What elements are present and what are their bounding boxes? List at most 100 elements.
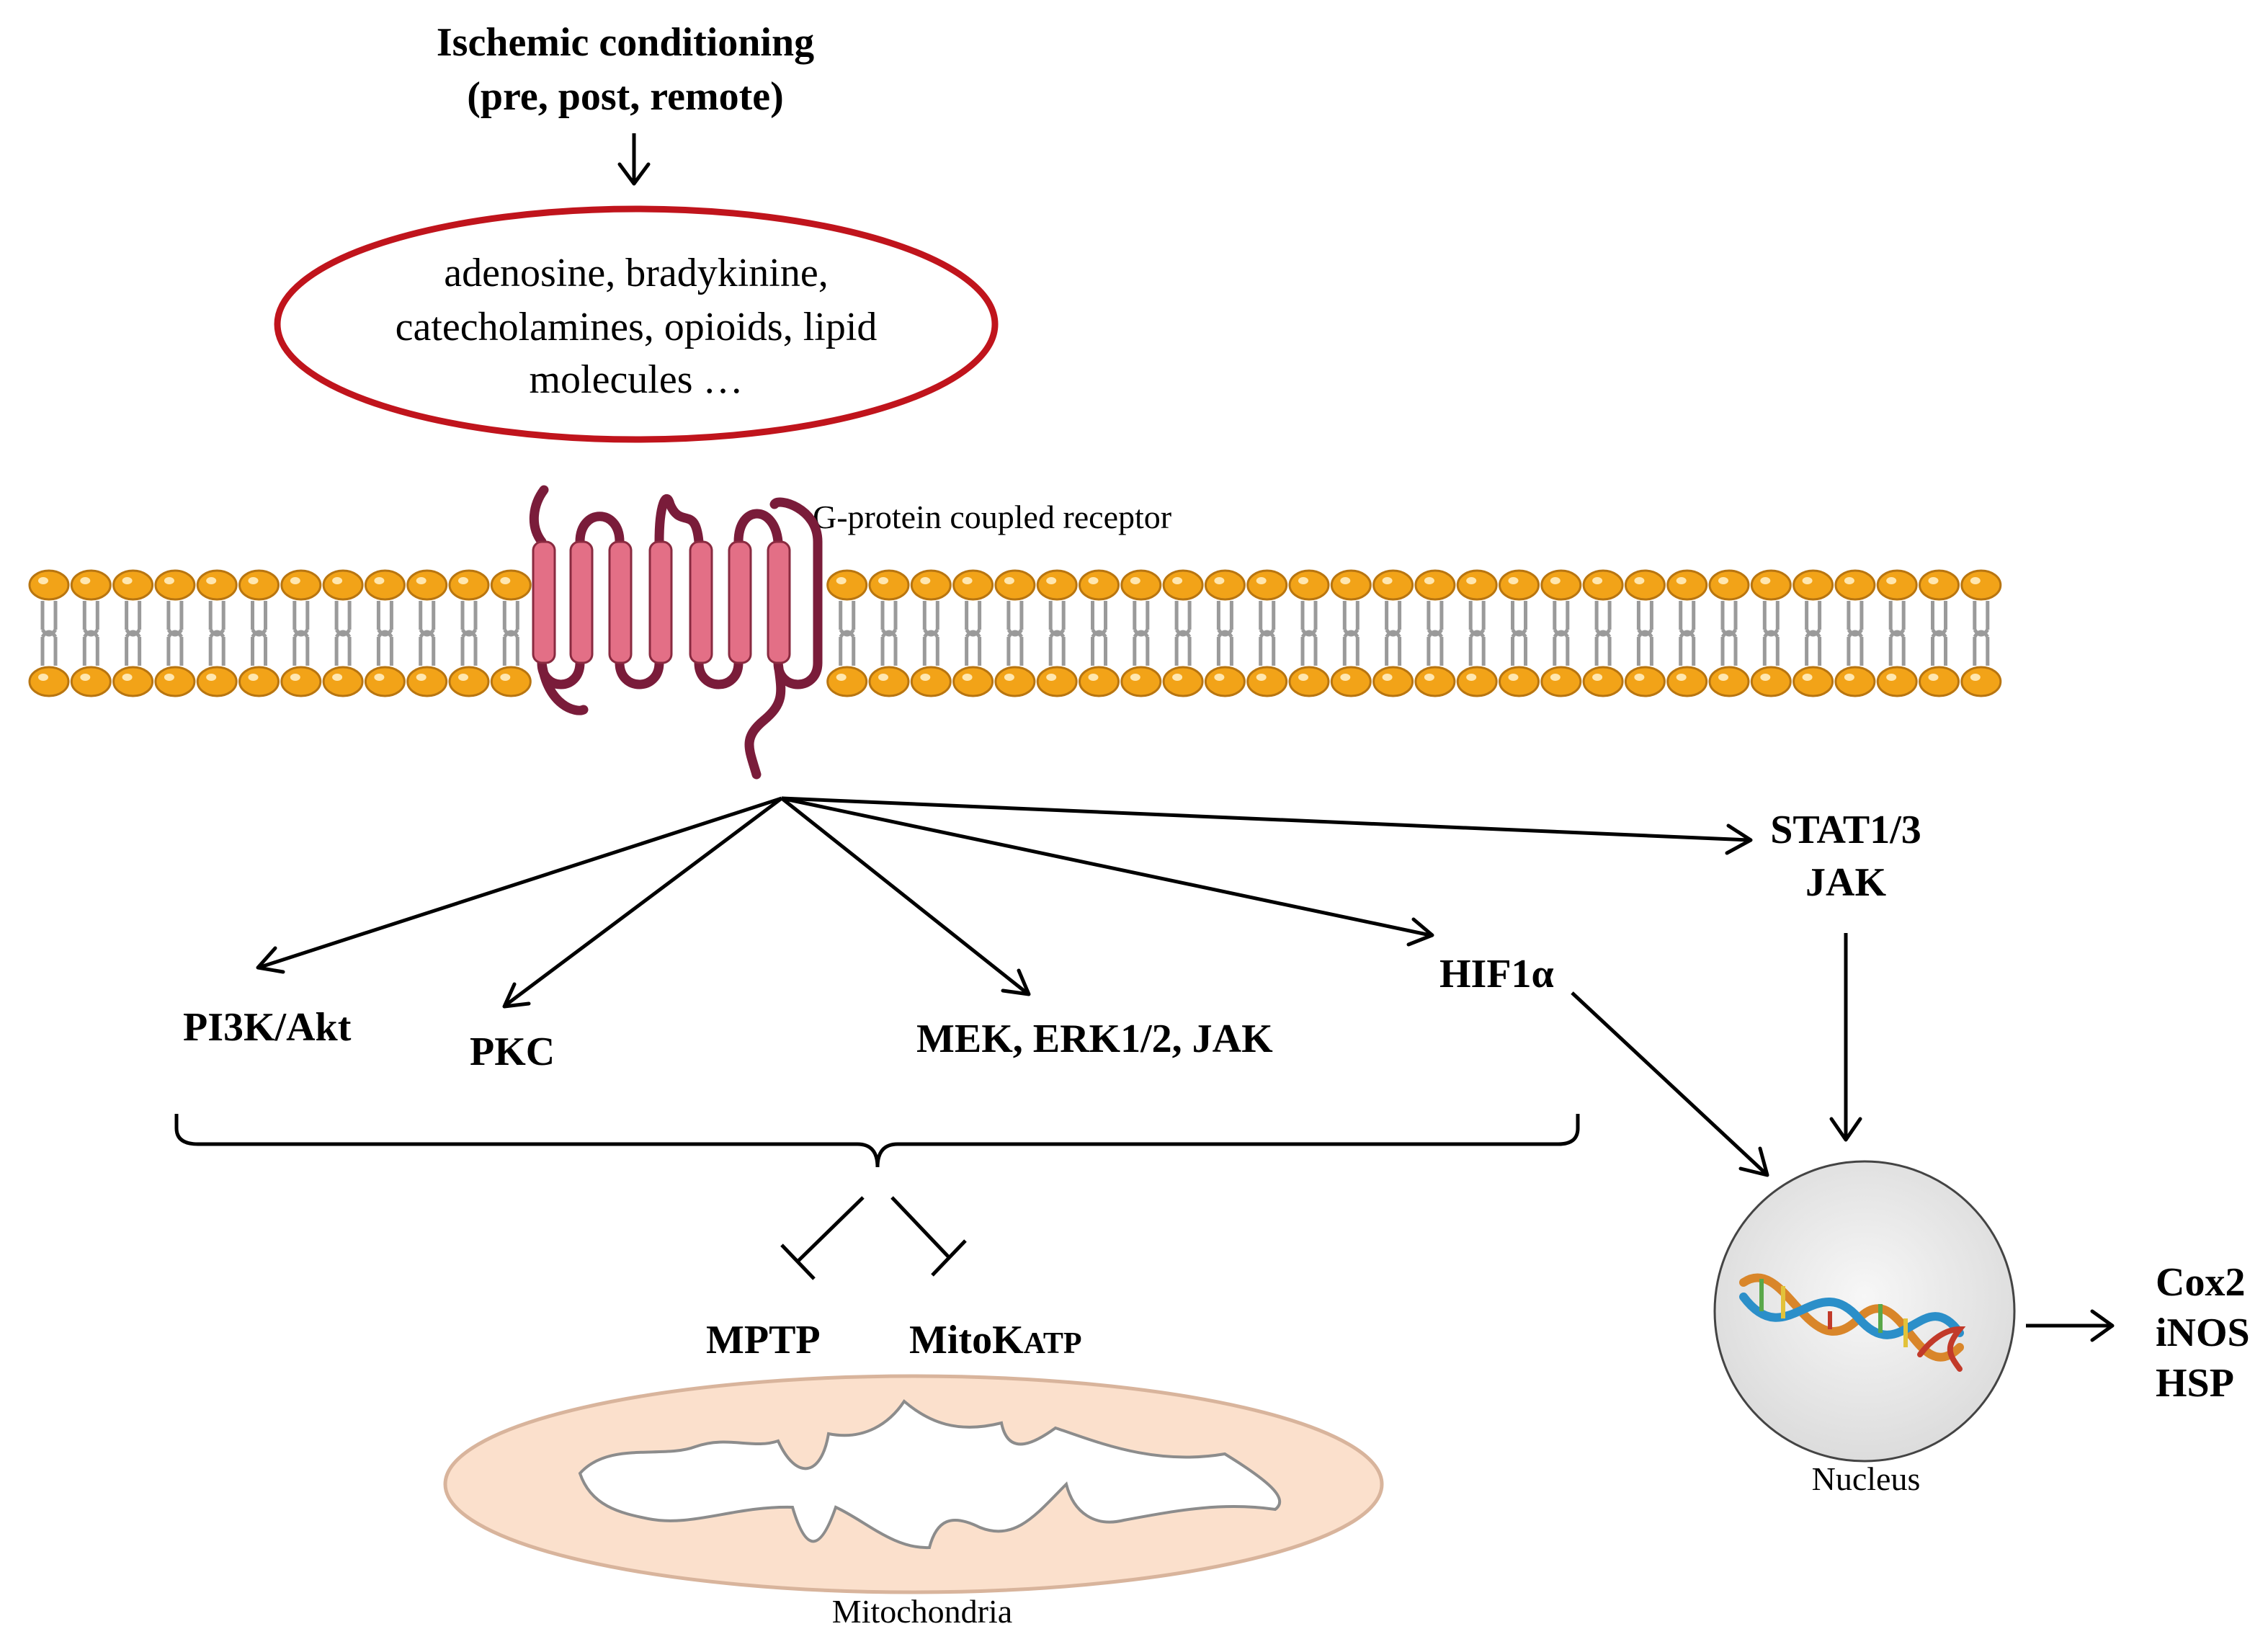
lipid-head: [1960, 569, 2002, 601]
lipid-head: [994, 666, 1036, 697]
lipid-tail-cap: [377, 628, 393, 638]
lipid-head: [1036, 666, 1078, 697]
lipid-head: [910, 666, 952, 697]
lipid-head: [1036, 569, 1078, 601]
lipid-head-highlight: [1130, 674, 1140, 681]
inhibition-mitokatp: [890, 1196, 967, 1277]
receptor-helix-5: [689, 540, 713, 664]
lipid-head-highlight: [1172, 577, 1183, 584]
lipid-tail-cap: [1511, 628, 1527, 638]
lipid-head: [1330, 569, 1372, 601]
lipid-head: [112, 666, 154, 697]
lipid-head: [1960, 666, 2002, 697]
receptor-helix-1: [532, 540, 556, 664]
lipid-head: [406, 569, 448, 601]
lipid-head-highlight: [920, 674, 931, 681]
lipid-tail-cap: [1174, 628, 1192, 638]
label-pkc: PKC: [470, 1030, 555, 1074]
lipid-head: [1414, 569, 1456, 601]
label-stat13: STAT1/3: [1770, 808, 1921, 852]
lipid-head: [1792, 666, 1834, 697]
lipid-head: [1666, 569, 1708, 601]
lipid-head: [1750, 666, 1792, 697]
lipid-tail-cap: [1931, 628, 1947, 638]
lipid-head: [280, 569, 322, 601]
lipid-head: [490, 569, 532, 601]
lipid-head: [154, 569, 196, 601]
lipid-head: [1834, 569, 1876, 601]
lipid-head-highlight: [1886, 577, 1897, 584]
lipid-head: [1456, 569, 1498, 601]
label-mek-erk-jak: MEK, ERK1/2, JAK: [916, 1017, 1273, 1061]
lipid-head-highlight: [1676, 577, 1687, 584]
lipid-tail-cap: [419, 628, 435, 638]
lipid-head: [196, 569, 238, 601]
lipid-head: [952, 569, 994, 601]
label-jak: JAK: [1805, 860, 1886, 905]
lipid-head: [1288, 569, 1330, 601]
gene-hsp: HSP: [2156, 1361, 2234, 1406]
lipid-head: [826, 666, 868, 697]
arrow-to-hif: [781, 796, 1434, 947]
lipid-head: [1666, 666, 1708, 697]
lipid-head-highlight: [1760, 674, 1771, 681]
lipid-head: [1288, 666, 1330, 697]
label-nucleus: Nucleus: [1812, 1460, 1921, 1497]
lipid-head: [1246, 666, 1288, 697]
lipid-head-highlight: [1508, 577, 1519, 584]
lipid-head-highlight: [1718, 577, 1728, 584]
receptor-label: G-protein coupled receptor: [813, 499, 1171, 535]
lipid-head: [910, 569, 952, 601]
lipid-head-highlight: [290, 577, 300, 584]
lipid-head: [994, 569, 1036, 601]
lipid-head: [196, 666, 238, 697]
lipid-head: [952, 666, 994, 697]
lipid-tail-cap: [334, 628, 352, 638]
lipid-head-highlight: [1214, 577, 1225, 584]
lipid-head: [1414, 666, 1456, 697]
lipid-head-highlight: [374, 674, 385, 681]
lipid-head: [238, 569, 280, 601]
dna-helix-icon: [1739, 1273, 1966, 1372]
lipid-tail-cap: [1889, 628, 1906, 638]
lipid-head: [1750, 569, 1792, 601]
lipid-tail-cap: [1637, 628, 1653, 638]
lipid-head-highlight: [416, 674, 427, 681]
lipid-head: [1582, 666, 1624, 697]
lipid-tail-cap: [40, 628, 58, 638]
receptor-helix-6: [728, 540, 752, 664]
lipid-head-highlight: [1844, 577, 1854, 584]
lipid-head: [322, 666, 364, 697]
lipid-tail-cap: [923, 628, 939, 638]
lipid-head-highlight: [962, 674, 973, 681]
lipid-head: [1624, 569, 1666, 601]
lipid-tail-cap: [166, 628, 184, 638]
lipid-head: [364, 569, 406, 601]
lipid-head-highlight: [1256, 577, 1267, 584]
label-mitokatp: MitoKATP: [909, 1318, 1082, 1362]
lipid-tail-cap: [1300, 628, 1318, 638]
ligand-text-line2: catecholamines, opioids, lipid: [396, 305, 878, 349]
lipid-head-highlight: [1466, 674, 1477, 681]
stimulus-title-line2: (pre, post, remote): [467, 74, 784, 119]
lipid-tail-cap: [1259, 628, 1275, 638]
lipid-head: [1372, 666, 1414, 697]
lipid-head: [1204, 569, 1246, 601]
arrow-stat-to-nucleus: [1829, 933, 1862, 1142]
lipid-head-highlight: [1760, 577, 1771, 584]
lipid-head-highlight: [80, 674, 91, 681]
lipid-tail-cap: [293, 628, 309, 638]
mitochondria-shape: [443, 1374, 1384, 1594]
lipid-head: [448, 666, 490, 697]
label-hif1a: HIF1α: [1439, 952, 1554, 996]
lipid-head: [1120, 666, 1162, 697]
lipid-head-highlight: [1424, 674, 1434, 681]
lipid-tail-cap: [1427, 628, 1444, 638]
gene-inos: iNOS: [2156, 1311, 2250, 1355]
lipid-head-highlight: [1970, 674, 1981, 681]
lipid-head-highlight: [80, 577, 91, 584]
lipid-head: [70, 569, 112, 601]
lipid-head: [154, 666, 196, 697]
g-protein-coupled-receptor: [529, 485, 823, 780]
lipid-tail-cap: [125, 628, 141, 638]
